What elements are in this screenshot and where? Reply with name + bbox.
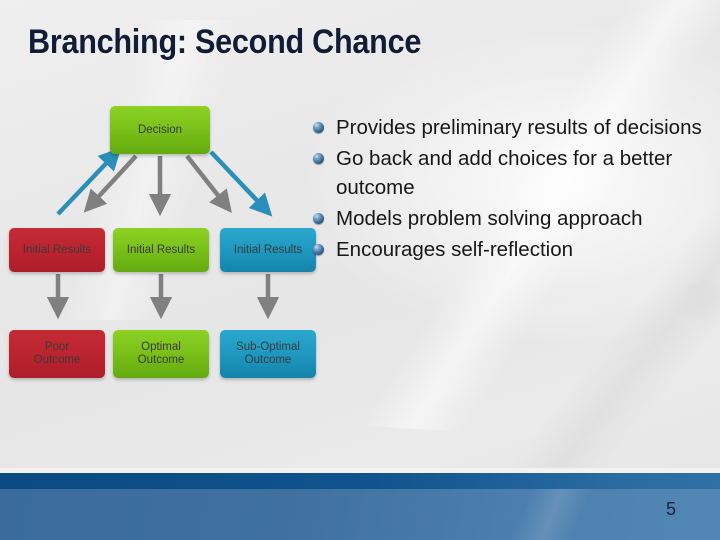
node-initial-results-sub-optimal[interactable]: Initial Results — [220, 228, 316, 272]
node-initial-results-poor[interactable]: Initial Results — [9, 228, 105, 272]
blue-sphere-bullet-icon — [313, 244, 324, 255]
branching-diagram: Decision Initial Results Initial Results… — [0, 0, 340, 420]
node-initial-results-poor-label: Initial Results — [22, 243, 92, 256]
diagram-connector-layer — [46, 147, 280, 320]
bullet-item: Provides preliminary results of decision… — [313, 113, 705, 142]
node-poor-outcome-line-1: Poor — [44, 341, 70, 353]
bullet-item: Encourages self-reflection — [313, 235, 705, 264]
node-decision-label: Decision — [137, 123, 183, 136]
background-watermark — [680, 280, 720, 324]
blue-sphere-bullet-icon — [313, 122, 324, 133]
connector-ir-1-to-decision — [56, 147, 122, 216]
node-initial-results-optimal[interactable]: Initial Results — [113, 228, 209, 272]
bullet-list: Provides preliminary results of decision… — [313, 113, 705, 266]
node-initial-results-optimal-label: Initial Results — [126, 243, 196, 256]
connector-decision-to-ir-3-blue — [209, 150, 273, 217]
node-optimal-outcome-line-2: Outcome — [137, 354, 185, 366]
connector-decision-to-ir-3-gray — [185, 154, 232, 213]
node-initial-results-sub-optimal-label: Initial Results — [233, 243, 303, 256]
node-poor-outcome[interactable]: Poor Outcome — [9, 330, 105, 378]
bullet-item-text: Models problem solving approach — [336, 207, 643, 230]
node-sub-optimal-outcome-line-1: Sub-Optimal — [236, 341, 300, 353]
node-sub-optimal-outcome[interactable]: Sub-Optimal Outcome — [220, 330, 316, 378]
footer-band — [0, 489, 720, 540]
node-poor-outcome-line-2: Outcome — [33, 354, 81, 366]
bullet-item-text: Go back and add choices for a better out… — [336, 147, 673, 199]
blue-sphere-bullet-icon — [313, 213, 324, 224]
node-optimal-outcome-line-1: Optimal — [141, 341, 181, 353]
slide-title: Branching: Second Chance — [28, 23, 422, 61]
blue-sphere-bullet-icon — [313, 153, 324, 164]
node-optimal-outcome[interactable]: Optimal Outcome — [113, 330, 209, 378]
page-number: 5 — [665, 499, 676, 519]
node-decision[interactable]: Decision — [110, 106, 210, 154]
footer-band-sweep — [420, 489, 680, 540]
bullet-item: Go back and add choices for a better out… — [313, 144, 705, 202]
bullet-item-text: Provides preliminary results of decision… — [336, 116, 702, 139]
footer-accent-stripe — [0, 473, 720, 489]
bullet-item: Models problem solving approach — [313, 204, 705, 233]
footer-white-gap — [0, 468, 720, 473]
bullet-item-text: Encourages self-reflection — [336, 238, 574, 261]
connector-decision-to-ir-1 — [83, 154, 138, 213]
node-sub-optimal-outcome-line-2: Outcome — [244, 354, 292, 366]
